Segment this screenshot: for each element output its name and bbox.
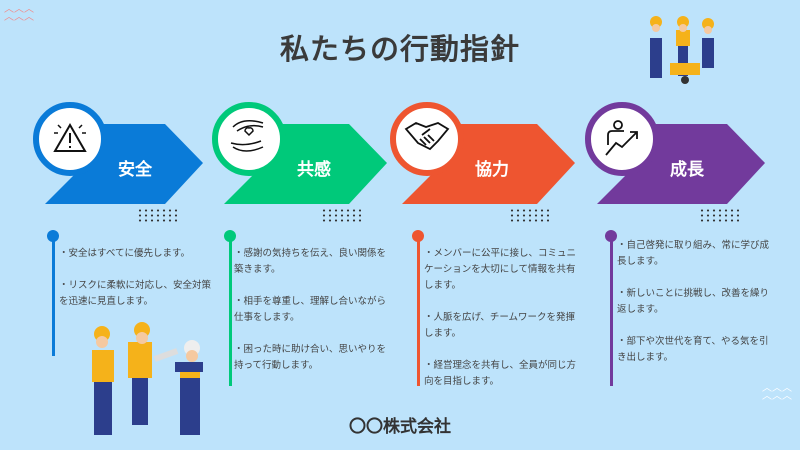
timeline-line bbox=[416, 236, 420, 386]
page-title: 私たちの行動指針 bbox=[279, 32, 520, 66]
step-4: 成長 bbox=[585, 100, 785, 222]
guideline-item: ・新しいことに挑戦し、改善を繰り返します。 bbox=[617, 288, 770, 315]
guideline-item: ・安全はすべてに優先します。 bbox=[59, 248, 191, 259]
step-label: 安全 bbox=[118, 160, 152, 180]
timeline-line bbox=[228, 236, 232, 386]
step-label: 共感 bbox=[297, 160, 331, 180]
wave-decoration: ︿︿︿︿︿︿ bbox=[762, 383, 792, 402]
growth-icon bbox=[602, 117, 642, 161]
handshake-icon bbox=[404, 119, 450, 159]
guideline-item: ・メンバーに公平に接し、コミュニケーションを大切にして情報を共有します。 bbox=[424, 248, 577, 291]
warning-icon bbox=[50, 119, 90, 159]
arrow-banner bbox=[45, 124, 203, 204]
timeline-line bbox=[51, 236, 55, 356]
guideline-item: ・感謝の気持ちを伝え、良い関係を築きます。 bbox=[234, 248, 387, 275]
company-name: 〇〇株式会社 bbox=[349, 417, 451, 437]
step-2: 共感 bbox=[212, 100, 412, 222]
step-3: 協力 bbox=[390, 100, 590, 222]
dot-pattern bbox=[699, 208, 739, 222]
guideline-item: ・部下や次世代を育て、やる気を引き出します。 bbox=[617, 336, 769, 363]
workers-illustration-bottom bbox=[92, 322, 203, 435]
step-label: 成長 bbox=[670, 160, 704, 180]
dot-pattern bbox=[137, 208, 177, 222]
guideline-item: ・リスクに柔軟に対応し、安全対策を迅速に見直します。 bbox=[59, 280, 212, 307]
step-label: 協力 bbox=[475, 160, 509, 180]
growth-icon-badge bbox=[585, 102, 659, 176]
arrow-banner bbox=[224, 124, 387, 204]
hands-heart-icon-badge bbox=[212, 102, 286, 176]
warning-icon-badge bbox=[33, 102, 107, 176]
handshake-icon-badge bbox=[390, 102, 464, 176]
guideline-item: ・相手を尊重し、理解し合いながら仕事をします。 bbox=[234, 296, 387, 323]
guideline-item: ・困った時に助け合い、思いやりを持って行動します。 bbox=[234, 344, 387, 371]
dot-pattern bbox=[321, 208, 361, 222]
guideline-item: ・人脈を広げ、チームワークを発揮します。 bbox=[424, 312, 576, 339]
step-1: 安全 bbox=[33, 100, 233, 222]
dot-pattern bbox=[509, 208, 549, 222]
guideline-item: ・自己啓発に取り組み、常に学び成長します。 bbox=[617, 240, 770, 267]
guideline-item: ・経営理念を共有し、全員が同じ方向を目指します。 bbox=[424, 360, 577, 387]
hands-heart-icon bbox=[227, 117, 271, 161]
wave-decoration: ︿︿︿︿︿︿ bbox=[4, 4, 34, 23]
workers-illustration-top bbox=[650, 16, 714, 84]
timeline-line bbox=[609, 236, 613, 386]
